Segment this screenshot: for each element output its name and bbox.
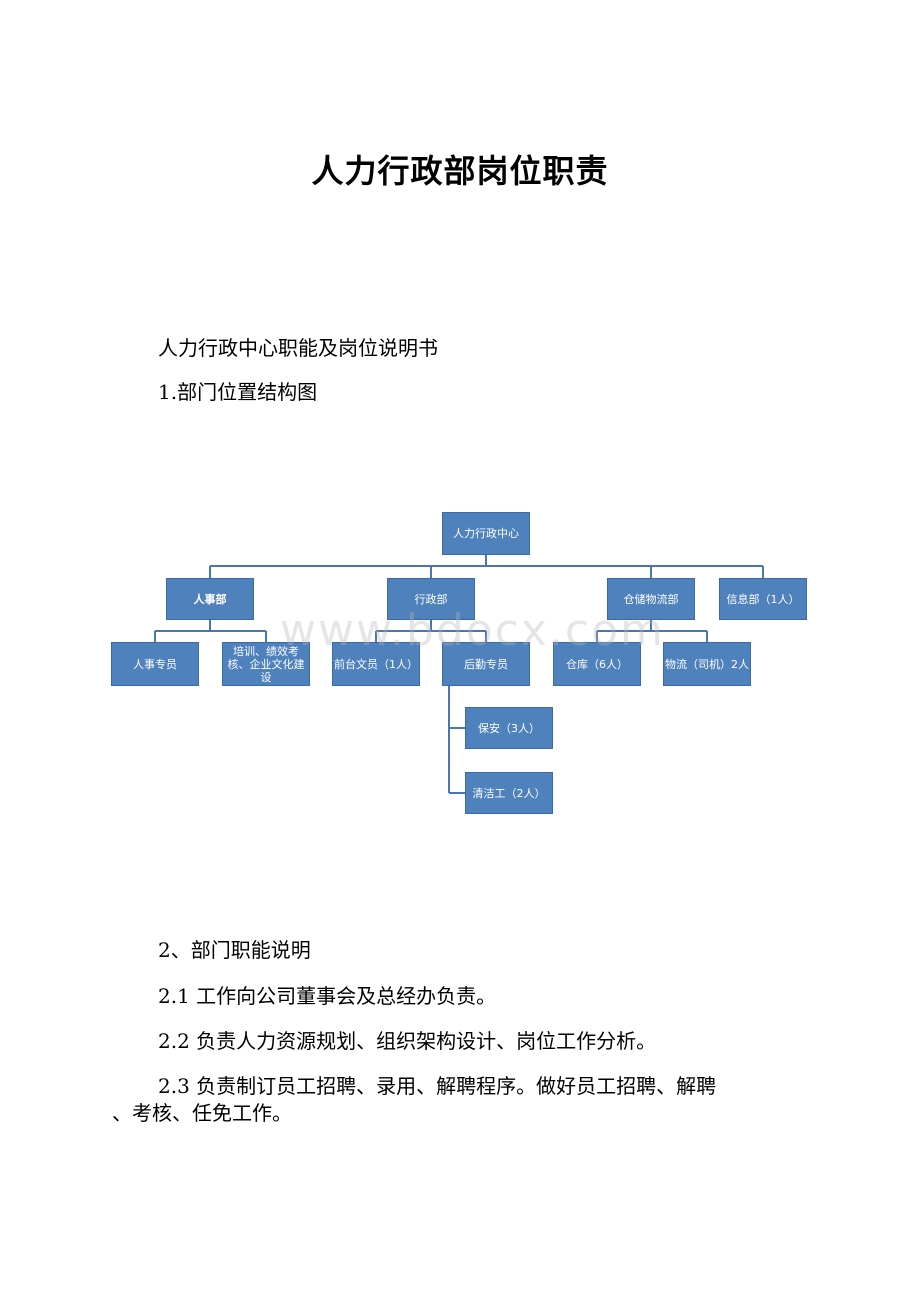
subtitle: 人力行政中心职能及岗位说明书 bbox=[158, 336, 438, 360]
org-box-training: 培训、绩效考核、企业文化建设 bbox=[222, 642, 310, 686]
org-box-security: 保安（3人） bbox=[465, 707, 553, 749]
item-2-3-line-1: 2.3 负责制订员工招聘、录用、解聘程序。做好员工招聘、解聘 bbox=[158, 1074, 717, 1098]
item-2-3-line-2: 、考核、任免工作。 bbox=[112, 1101, 292, 1125]
org-box-warehouse: 仓储物流部 bbox=[607, 578, 695, 620]
org-box-hr-staff: 人事专员 bbox=[111, 642, 199, 686]
section-1-heading: 1.部门位置结构图 bbox=[158, 380, 318, 404]
org-box-root: 人力行政中心 bbox=[442, 512, 530, 555]
org-box-admin: 行政部 bbox=[387, 578, 475, 620]
org-box-reception: 前台文员（1人） bbox=[332, 642, 420, 686]
item-2-2: 2.2 负责人力资源规划、组织架构设计、岗位工作分析。 bbox=[158, 1029, 657, 1053]
org-box-hr: 人事部 bbox=[166, 578, 254, 620]
org-box-info: 信息部（1人） bbox=[719, 578, 807, 620]
section-2-heading: 2、部门职能说明 bbox=[158, 938, 311, 962]
document-title: 人力行政部岗位职责 bbox=[311, 152, 609, 190]
org-box-logistics: 后勤专员 bbox=[442, 642, 530, 686]
item-2-1: 2.1 工作向公司董事会及总经办负责。 bbox=[158, 984, 497, 1008]
org-box-shipping: 物流（司机）2人 bbox=[663, 642, 751, 686]
org-box-cleaner: 清洁工（2人） bbox=[465, 772, 553, 814]
org-box-storage: 仓库（6人） bbox=[553, 642, 641, 686]
